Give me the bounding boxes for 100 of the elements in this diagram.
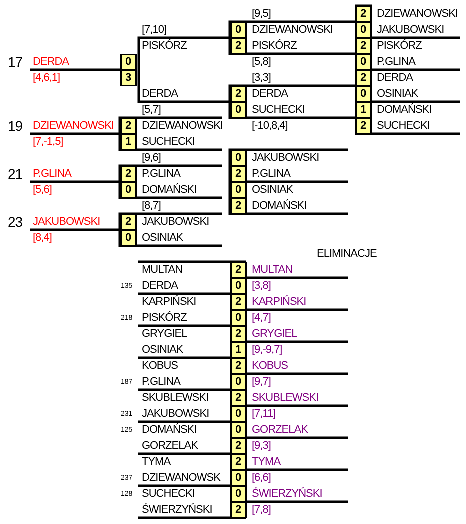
- score-cell: 2: [120, 118, 137, 134]
- score-cell: 0: [355, 86, 372, 102]
- player-name: DOMAŃSKI: [252, 200, 307, 212]
- player-name: DERDA: [33, 56, 70, 68]
- player-name: ŚWIERZYŃSKI: [252, 488, 322, 500]
- player-name: MULTAN: [142, 264, 183, 276]
- player-name: P.GLINA: [142, 376, 180, 388]
- set-scores: [6,6]: [252, 472, 271, 484]
- score-cell: 2: [355, 118, 372, 134]
- score-cell: 2: [355, 6, 372, 22]
- score-cell: 2: [355, 38, 372, 54]
- player-name: OSINIAK: [142, 344, 184, 356]
- score-cell: 2: [230, 326, 247, 342]
- score-cell: 2: [230, 358, 247, 374]
- player-name: KOBUS: [252, 360, 288, 372]
- score-cell: 0: [355, 22, 372, 38]
- set-scores: [8,4]: [33, 232, 52, 244]
- score-cell: 2: [230, 294, 247, 310]
- match-number: 21: [8, 166, 23, 182]
- player-name: P.GLINA: [33, 168, 72, 180]
- player-name: SKUBLEWSKI: [142, 392, 209, 404]
- player-name: DERDA: [142, 88, 178, 100]
- set-scores: [-10,8,4]: [252, 120, 288, 132]
- set-scores: [4,7]: [252, 312, 271, 324]
- match-number: 23: [8, 214, 23, 230]
- player-name: MULTAN: [252, 264, 293, 276]
- set-scores: [9,6]: [142, 152, 161, 164]
- set-scores: [7,8]: [252, 504, 271, 516]
- player-name: DOMAŃSKI: [142, 184, 197, 196]
- set-scores: [9,5]: [252, 8, 271, 20]
- player-name: PISKÓRZ: [142, 312, 187, 324]
- score-cell: 0: [120, 182, 137, 198]
- score-cell: 1: [120, 134, 137, 150]
- set-scores: [9,3]: [252, 440, 271, 452]
- set-scores: [4,6,1]: [33, 72, 60, 84]
- score-cell: 2: [230, 198, 247, 214]
- set-scores: [5,8]: [252, 56, 271, 68]
- player-name: JAKUBOWSKI: [33, 216, 100, 228]
- player-name: DOMAŃSKI: [142, 424, 197, 436]
- player-name: GORZELAK: [142, 440, 198, 452]
- match-number: 19: [8, 118, 23, 134]
- set-scores: [5,6]: [33, 184, 52, 196]
- player-name: SUCHECKI: [252, 104, 305, 116]
- score-cell: 1: [230, 342, 247, 358]
- set-scores: [3,8]: [252, 280, 271, 292]
- score-cell: 0: [230, 310, 247, 326]
- score-cell: 0: [230, 22, 247, 38]
- score-cell: 1: [355, 102, 372, 118]
- player-name: P.GLINA: [142, 168, 180, 180]
- score-cell: 2: [230, 438, 247, 454]
- score-cell: 2: [230, 86, 247, 102]
- player-name: P.GLINA: [252, 168, 290, 180]
- player-name: SUCHECKI: [142, 136, 195, 148]
- score-cell: 2: [120, 166, 137, 182]
- score-cell: 2: [355, 70, 372, 86]
- player-name: SUCHECKI: [377, 120, 430, 132]
- score-cell: 2: [120, 214, 137, 230]
- player-name: OSINIAK: [142, 232, 184, 244]
- set-scores: [9,-9,7]: [252, 344, 282, 356]
- player-name: DZIEWANOWSKI: [33, 120, 114, 132]
- set-scores: [7,-1,5]: [33, 136, 64, 148]
- score-cell: 0: [230, 486, 247, 502]
- player-name: KARPIŃSKI: [252, 296, 306, 308]
- score-cell: 0: [120, 230, 137, 246]
- player-name: TYMA: [142, 456, 171, 468]
- score-cell: 3: [120, 70, 137, 86]
- player-name: JAKUBOWSKI: [252, 152, 320, 164]
- set-scores: [5,7]: [142, 104, 161, 116]
- score-cell: 0: [230, 278, 247, 294]
- player-name: P.GLINA: [377, 56, 416, 68]
- player-name: JAKUBOWSKI: [377, 24, 444, 36]
- score-cell: 2: [230, 454, 247, 470]
- set-scores: [8,7]: [142, 200, 161, 212]
- player-name: KOBUS: [142, 360, 178, 372]
- player-name: SKUBLEWSKI: [252, 392, 319, 404]
- score-cell: 0: [230, 150, 247, 166]
- player-name: DERDA: [377, 72, 414, 84]
- player-name: JAKUBOWSKI: [142, 216, 210, 228]
- player-name: GORZELAK: [252, 424, 308, 436]
- player-name: PISKÓRZ: [252, 40, 297, 52]
- player-name: GRYGIEL: [142, 328, 188, 340]
- player-name: TYMA: [252, 456, 281, 468]
- score-cell: 0: [230, 406, 247, 422]
- score-cell: 2: [230, 262, 247, 278]
- set-scores: [7,11]: [252, 408, 276, 420]
- player-name: ŚWIERZYŃSKI: [142, 504, 212, 516]
- player-name: DZIEWANOWSKI: [252, 24, 333, 36]
- score-cell: 2: [230, 390, 247, 406]
- match-number: 17: [8, 54, 23, 70]
- score-cell: 0: [230, 182, 247, 198]
- player-name: JAKUBOWSKI: [142, 408, 210, 420]
- player-name: DOMAŃSKI: [377, 104, 432, 116]
- player-name: KARPIŃSKI: [142, 296, 196, 308]
- section-heading: ELIMINACJE: [317, 248, 377, 260]
- score-cell: 2: [230, 166, 247, 182]
- player-name: OSINIAK: [377, 88, 418, 100]
- player-name: PISKÓRZ: [142, 40, 187, 52]
- set-scores: [3,3]: [252, 72, 271, 84]
- set-scores: [9,7]: [252, 376, 271, 388]
- score-cell: 0: [355, 54, 372, 70]
